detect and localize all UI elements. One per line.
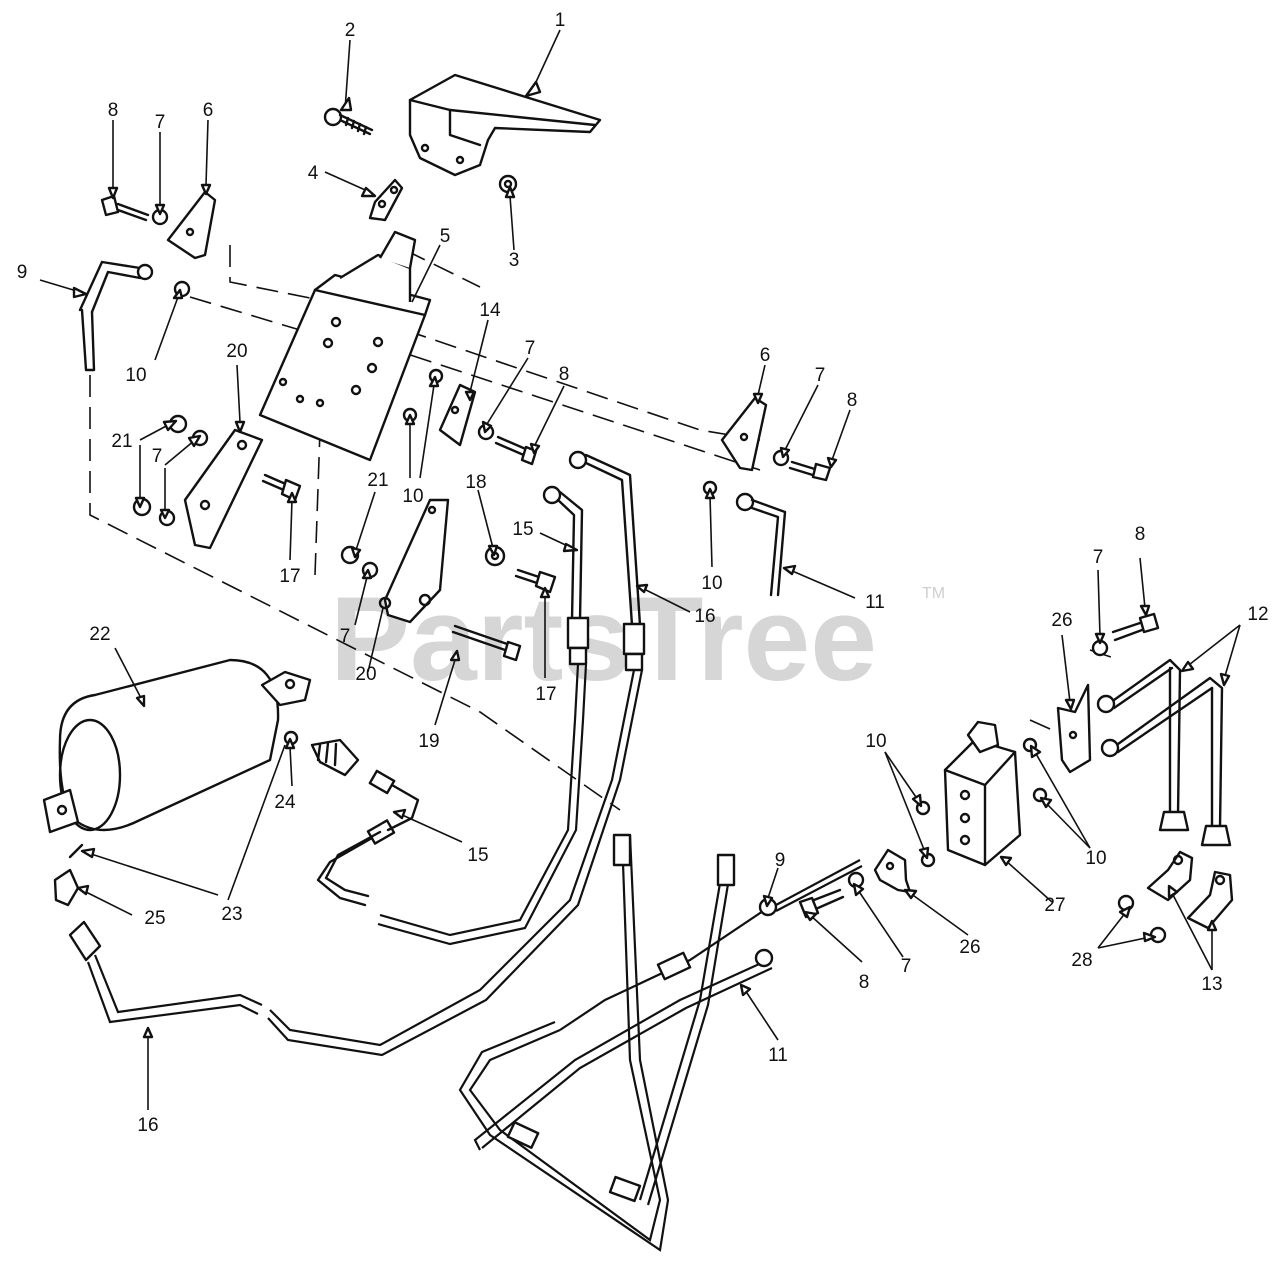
callout-13: 13 (1201, 974, 1222, 995)
callout-10: 10 (865, 731, 886, 752)
part-tubes-12 (1096, 658, 1232, 847)
callout-22: 22 (89, 624, 110, 645)
part-link-4 (368, 178, 404, 222)
part-hose-16-lower (68, 920, 263, 1024)
part-fitting-24 (310, 738, 360, 777)
part-bolt-8-mid (494, 435, 538, 466)
watermark-trademark: TM (922, 585, 945, 602)
callout-leaders (39, 29, 1241, 1110)
callout-15: 15 (512, 519, 533, 540)
callout-10: 10 (125, 365, 146, 386)
callout-7: 7 (1093, 547, 1104, 568)
part-filter-22 (42, 658, 312, 834)
part-fitting-25 (53, 843, 84, 907)
callout-19: 19 (418, 731, 439, 752)
part-hose-15-upper (542, 485, 590, 666)
part-bracket-6-left (166, 190, 217, 260)
callout-26: 26 (959, 937, 980, 958)
callout-8: 8 (559, 364, 570, 385)
callout-7: 7 (155, 112, 166, 133)
part-bolt-8-right (788, 460, 832, 482)
callout-27: 27 (1044, 895, 1065, 916)
callout-15: 15 (467, 845, 488, 866)
part-bolt-8-upper-right (1111, 612, 1160, 642)
part-hose-16-upper (568, 450, 646, 672)
callout-7: 7 (340, 626, 351, 647)
callout-1: 1 (555, 10, 566, 31)
callout-18: 18 (465, 472, 486, 493)
part-orings-28 (1117, 894, 1167, 944)
callout-9: 9 (17, 262, 28, 283)
callout-21: 21 (111, 431, 132, 452)
callout-12: 12 (1247, 604, 1268, 625)
callout-7: 7 (815, 365, 826, 386)
callout-21: 21 (367, 470, 388, 491)
callout-8: 8 (859, 972, 870, 993)
part-tube-9-lower (775, 859, 863, 912)
callout-5: 5 (440, 226, 451, 247)
callout-25: 25 (144, 908, 165, 929)
callout-16: 16 (137, 1115, 158, 1136)
callout-10: 10 (402, 486, 423, 507)
callout-7: 7 (152, 446, 163, 467)
callout-6: 6 (203, 100, 214, 121)
part-bolt-2 (323, 107, 374, 136)
part-tube-9-left (78, 260, 154, 372)
callout-17: 17 (535, 684, 556, 705)
callout-23: 23 (221, 904, 242, 925)
part-bracket-20-left (183, 428, 264, 550)
callout-20: 20 (226, 341, 247, 362)
callout-6: 6 (760, 345, 771, 366)
part-lever-pedal (408, 73, 602, 177)
part-valve-block-27 (943, 720, 1022, 867)
callout-8: 8 (108, 100, 119, 121)
callout-11: 11 (865, 592, 885, 613)
part-valve-block-5 (258, 230, 432, 462)
callout-8: 8 (1135, 524, 1146, 545)
callout-10: 10 (701, 573, 722, 594)
part-bracket-20-center (378, 498, 450, 624)
callout-4: 4 (308, 163, 319, 184)
callout-26: 26 (1051, 610, 1072, 631)
part-bracket-26-upper (1056, 683, 1092, 774)
callout-2: 2 (345, 20, 356, 41)
part-elbows-13 (1146, 850, 1234, 930)
part-hose-15-lower (316, 769, 420, 907)
part-bolt-19 (451, 624, 522, 662)
callout-8: 8 (847, 390, 858, 411)
part-bolt-17-center (514, 568, 557, 594)
callout-24: 24 (274, 792, 296, 813)
hoses-lower-loop (458, 833, 778, 1252)
callout-28: 28 (1071, 950, 1092, 971)
part-tube-11-upper (735, 492, 787, 597)
callout-14: 14 (479, 300, 501, 321)
callout-20: 20 (355, 664, 376, 685)
part-bracket-6-right (720, 396, 768, 472)
callout-10: 10 (1085, 848, 1106, 869)
callout-17: 17 (279, 566, 300, 587)
part-bolt-8-upper (100, 194, 150, 222)
callout-11: 11 (768, 1045, 788, 1066)
part-bracket-26-lower (873, 848, 912, 894)
callout-7: 7 (525, 338, 536, 359)
callout-numbers: 1 2 8 7 6 4 3 5 9 10 14 7 8 20 21 7 10 1… (17, 10, 1269, 1136)
callout-7: 7 (901, 956, 912, 977)
callout-3: 3 (509, 250, 520, 271)
callout-9: 9 (775, 850, 786, 871)
hoses-long (267, 663, 644, 1057)
callout-16: 16 (694, 606, 715, 627)
